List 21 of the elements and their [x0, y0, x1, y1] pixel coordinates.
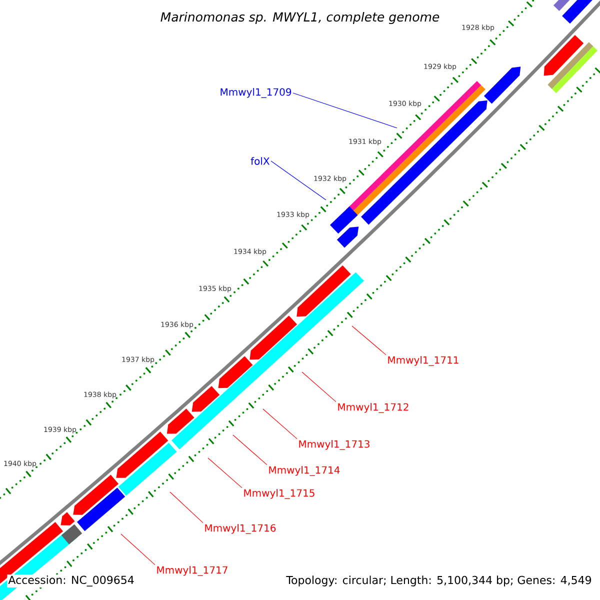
- gene-label: Mmwyl1_1709: [220, 88, 292, 98]
- leader-line: [262, 408, 298, 440]
- leader-line: [352, 326, 386, 356]
- leader-line: [292, 92, 398, 128]
- accession-text: Accession: NC_009654: [7, 574, 136, 588]
- gene-label: folX: [250, 157, 270, 165]
- title: Marinomonas sp. MWYL1, complete genome: [160, 12, 440, 24]
- leader-line: [270, 160, 326, 200]
- gene-label: Mmwyl1_1711: [388, 356, 458, 366]
- gene-label: Mmwyl1_1714: [269, 466, 340, 476]
- gene-label: Mmwyl1_1713: [299, 440, 370, 450]
- genome-info-text: Topology: circular; Length: 5,100,344 bp; Genes: 4,549: [285, 574, 593, 588]
- leader-line: [170, 492, 204, 524]
- leader-line: [208, 458, 242, 488]
- gene-label: Mmwyl1_1716: [205, 524, 276, 534]
- gene-label: Mmwyl1_1712: [338, 403, 408, 413]
- leader-line: [302, 372, 336, 402]
- gene-label: Mmwyl1_1717: [157, 566, 228, 576]
- gene-label: Mmwyl1_1715: [244, 489, 314, 499]
- leader-line: [232, 434, 268, 466]
- leader-line: [120, 534, 156, 566]
